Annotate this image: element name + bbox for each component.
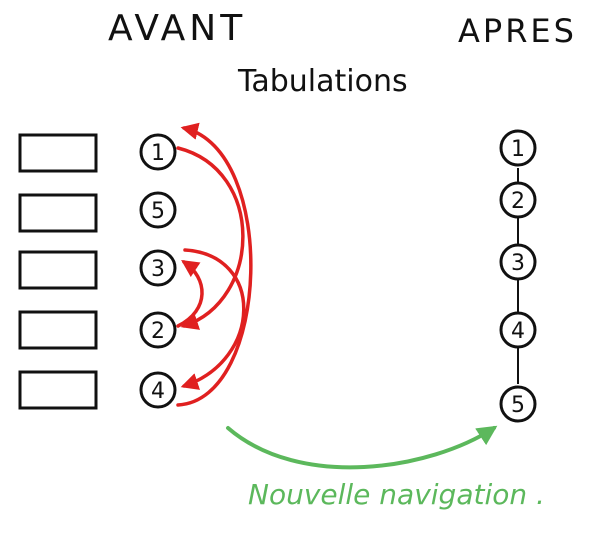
after-heading: APRES xyxy=(458,12,577,50)
before-node-number: 3 xyxy=(151,257,165,282)
before-node-circle xyxy=(139,249,177,287)
field-box xyxy=(18,370,98,410)
after-node-number: 1 xyxy=(511,137,525,162)
red-arrow-4-to-1 xyxy=(176,122,253,407)
after-node-number: 5 xyxy=(511,393,525,418)
before-node-number: 4 xyxy=(151,379,165,404)
before-node-circle xyxy=(139,311,177,349)
after-node-circle xyxy=(499,311,537,349)
red-arrow-1-to-2 xyxy=(176,146,245,330)
after-node-number: 2 xyxy=(511,189,525,214)
field-box xyxy=(18,193,98,233)
new-navigation-caption: Nouvelle navigation . xyxy=(248,478,545,511)
field-box xyxy=(18,250,98,290)
before-node-circle xyxy=(139,191,177,229)
subtitle-tabulations: Tabulations xyxy=(238,64,408,99)
before-node-number: 2 xyxy=(151,319,165,344)
after-node-circle xyxy=(499,129,537,167)
before-node-number: 1 xyxy=(151,141,165,166)
before-node-circle xyxy=(139,371,177,409)
field-box xyxy=(18,133,98,173)
before-node-circle xyxy=(139,133,177,171)
after-node-circle xyxy=(499,243,537,281)
after-node-circle xyxy=(499,385,537,423)
green-transition-arrow xyxy=(226,425,498,470)
after-node-number: 4 xyxy=(511,319,525,344)
after-node-circle xyxy=(499,181,537,219)
field-box xyxy=(18,310,98,350)
before-node-number: 5 xyxy=(151,199,165,224)
after-node-number: 3 xyxy=(511,251,525,276)
red-arrow-2-to-3 xyxy=(176,260,204,328)
before-heading: AVANT xyxy=(108,8,247,49)
red-arrow-3-to-4 xyxy=(180,248,246,390)
